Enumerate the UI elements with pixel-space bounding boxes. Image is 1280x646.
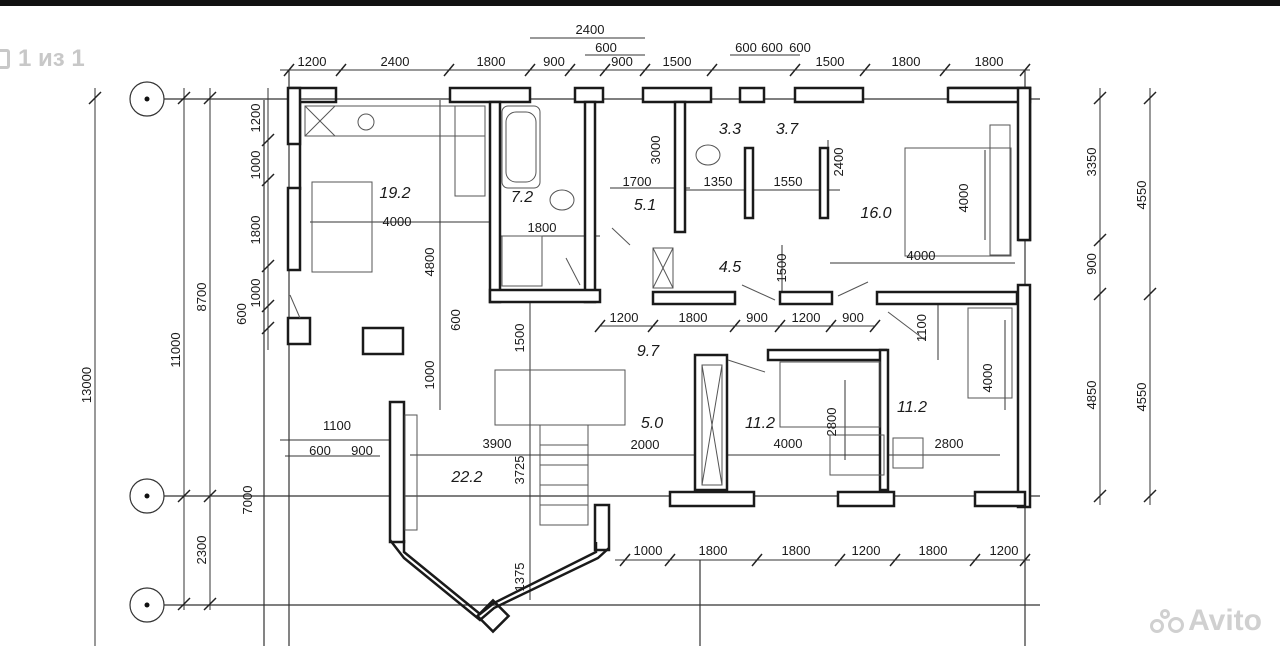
dim-upper-1: 2400	[576, 22, 605, 37]
dim-bottom-5: 1800	[919, 543, 948, 558]
dim-top-6: 900	[611, 54, 633, 69]
dim-right-3350: 3350	[1084, 148, 1099, 177]
dim-inner-1500: 1500	[512, 324, 527, 353]
dim-int-6: 3000	[648, 136, 663, 165]
dim-int-8: 4000	[956, 184, 971, 213]
dimension-labels-bottom: 1000 1800 1800 1200 1800 1200	[634, 543, 1019, 558]
avito-watermark-text: Avito	[1188, 604, 1262, 637]
dim-top-9: 1800	[892, 54, 921, 69]
walls	[286, 86, 1032, 552]
dim-top-7: 1500	[663, 54, 692, 69]
room-wc-2: 3.7	[776, 121, 799, 138]
dim-left-11000: 11000	[168, 332, 183, 367]
dim-top-3: 1800	[477, 54, 506, 69]
room-wc-1: 3.3	[719, 121, 741, 138]
dim-int-4: 1350	[704, 174, 733, 189]
dim-int-20: 2800	[935, 436, 964, 451]
dim-int-23: 1100	[323, 418, 351, 433]
dim-top-10: 1800	[975, 54, 1004, 69]
dim-int-21: 2000	[631, 437, 660, 452]
dim-bottom-2: 1800	[699, 543, 728, 558]
dim-inner-1800: 1800	[248, 216, 263, 245]
avito-watermark: Avito	[1150, 604, 1262, 638]
dim-int-19: 4000	[774, 436, 803, 451]
dim-int-7: 2400	[831, 148, 846, 177]
dim-right-4850: 4850	[1084, 381, 1099, 410]
dim-top-8: 1500	[816, 54, 845, 69]
dim-top-1: 1200	[298, 54, 327, 69]
dim-inner-600b: 600	[448, 309, 463, 331]
dim-int-9: 4000	[907, 248, 936, 263]
dim-int-15: 900	[842, 310, 864, 325]
dim-inner-1375: 1375	[512, 563, 527, 592]
dim-int-12: 1800	[679, 310, 708, 325]
dim-int-5: 1550	[774, 174, 803, 189]
room-living: 22.2	[450, 469, 482, 486]
room-areas: 19.2 7.2 5.1 3.3 3.7 16.0 4.5 9.7 5.0 11…	[379, 121, 927, 486]
dim-left-13000: 13000	[79, 367, 94, 403]
dim-bottom-4: 1200	[852, 543, 881, 558]
dim-upper-2: 600	[735, 40, 757, 55]
room-corridor: 9.7	[637, 343, 660, 360]
avito-logo-icon	[1150, 607, 1185, 635]
room-bath: 7.2	[511, 189, 533, 206]
dim-int-16: 1100	[914, 314, 929, 342]
room-bedroom-1: 16.0	[860, 205, 891, 222]
dim-inner-1200: 1200	[248, 104, 263, 133]
dim-int-24: 600	[309, 443, 331, 458]
dim-inner-1000b: 1000	[248, 279, 263, 308]
dimension-ticks	[88, 63, 1157, 611]
dimension-labels-right: 3350 4550 900 4850 4550	[1084, 148, 1149, 412]
dim-left-7000: 7000	[240, 486, 255, 515]
room-kitchen: 19.2	[379, 185, 410, 202]
dim-int-14: 1200	[792, 310, 821, 325]
dim-int-11: 1200	[610, 310, 639, 325]
dim-int-17: 4000	[980, 364, 995, 393]
dim-int-22: 3900	[483, 436, 512, 451]
dim-top-4: 900	[543, 54, 565, 69]
dim-bottom-3: 1800	[782, 543, 811, 558]
room-bedroom-2: 11.2	[745, 415, 775, 432]
room-bedroom-3: 11.2	[897, 399, 927, 416]
dim-int-3: 1700	[623, 174, 652, 189]
dim-upper-3: 600	[761, 40, 783, 55]
dim-int-25: 900	[351, 443, 373, 458]
dim-left-2300: 2300	[194, 536, 209, 565]
dim-inner-600a: 600	[234, 303, 249, 325]
dim-int-1: 4000	[383, 214, 412, 229]
dim-inner-3725: 3725	[512, 456, 527, 485]
dim-int-18: 2800	[824, 408, 839, 437]
dim-inner-4800: 4800	[422, 248, 437, 277]
dimension-labels-interior: 4000 1800 1700 1350 1550 3000 2400 4000 …	[309, 136, 995, 458]
dim-top-2: 2400	[381, 54, 410, 69]
dim-bottom-1: 1000	[634, 543, 663, 558]
bay-window	[389, 539, 610, 634]
dim-inner-1000c: 1000	[422, 361, 437, 390]
dim-right-900: 900	[1084, 253, 1099, 275]
dim-inner-1000a: 1000	[248, 151, 263, 180]
room-closet: 4.5	[719, 259, 741, 276]
dim-right-4550a: 4550	[1134, 181, 1149, 210]
dim-left-8700: 8700	[194, 283, 209, 312]
dim-upper-4: 600	[789, 40, 811, 55]
page-counter[interactable]: 1 из 1	[0, 42, 85, 76]
room-hall-small: 5.1	[634, 197, 656, 214]
dimension-labels-left: 13000 11000 8700 7000 2300 1200 1000 180…	[79, 104, 527, 592]
dim-bottom-6: 1200	[990, 543, 1019, 558]
dimension-labels-top: 1200 2400 1800 900 600 900 1500 1500 180…	[298, 22, 1004, 69]
dim-int-13: 900	[746, 310, 768, 325]
dim-right-4550b: 4550	[1134, 383, 1149, 412]
fixtures	[289, 105, 1013, 531]
dim-top-5: 600	[595, 40, 617, 55]
dim-int-2: 1800	[528, 220, 557, 235]
top-bar	[0, 0, 1280, 6]
room-storage: 5.0	[641, 415, 663, 432]
page-icon	[0, 49, 10, 69]
dim-int-10: 1500	[774, 254, 789, 283]
page-counter-label: 1 из 1	[18, 45, 85, 72]
